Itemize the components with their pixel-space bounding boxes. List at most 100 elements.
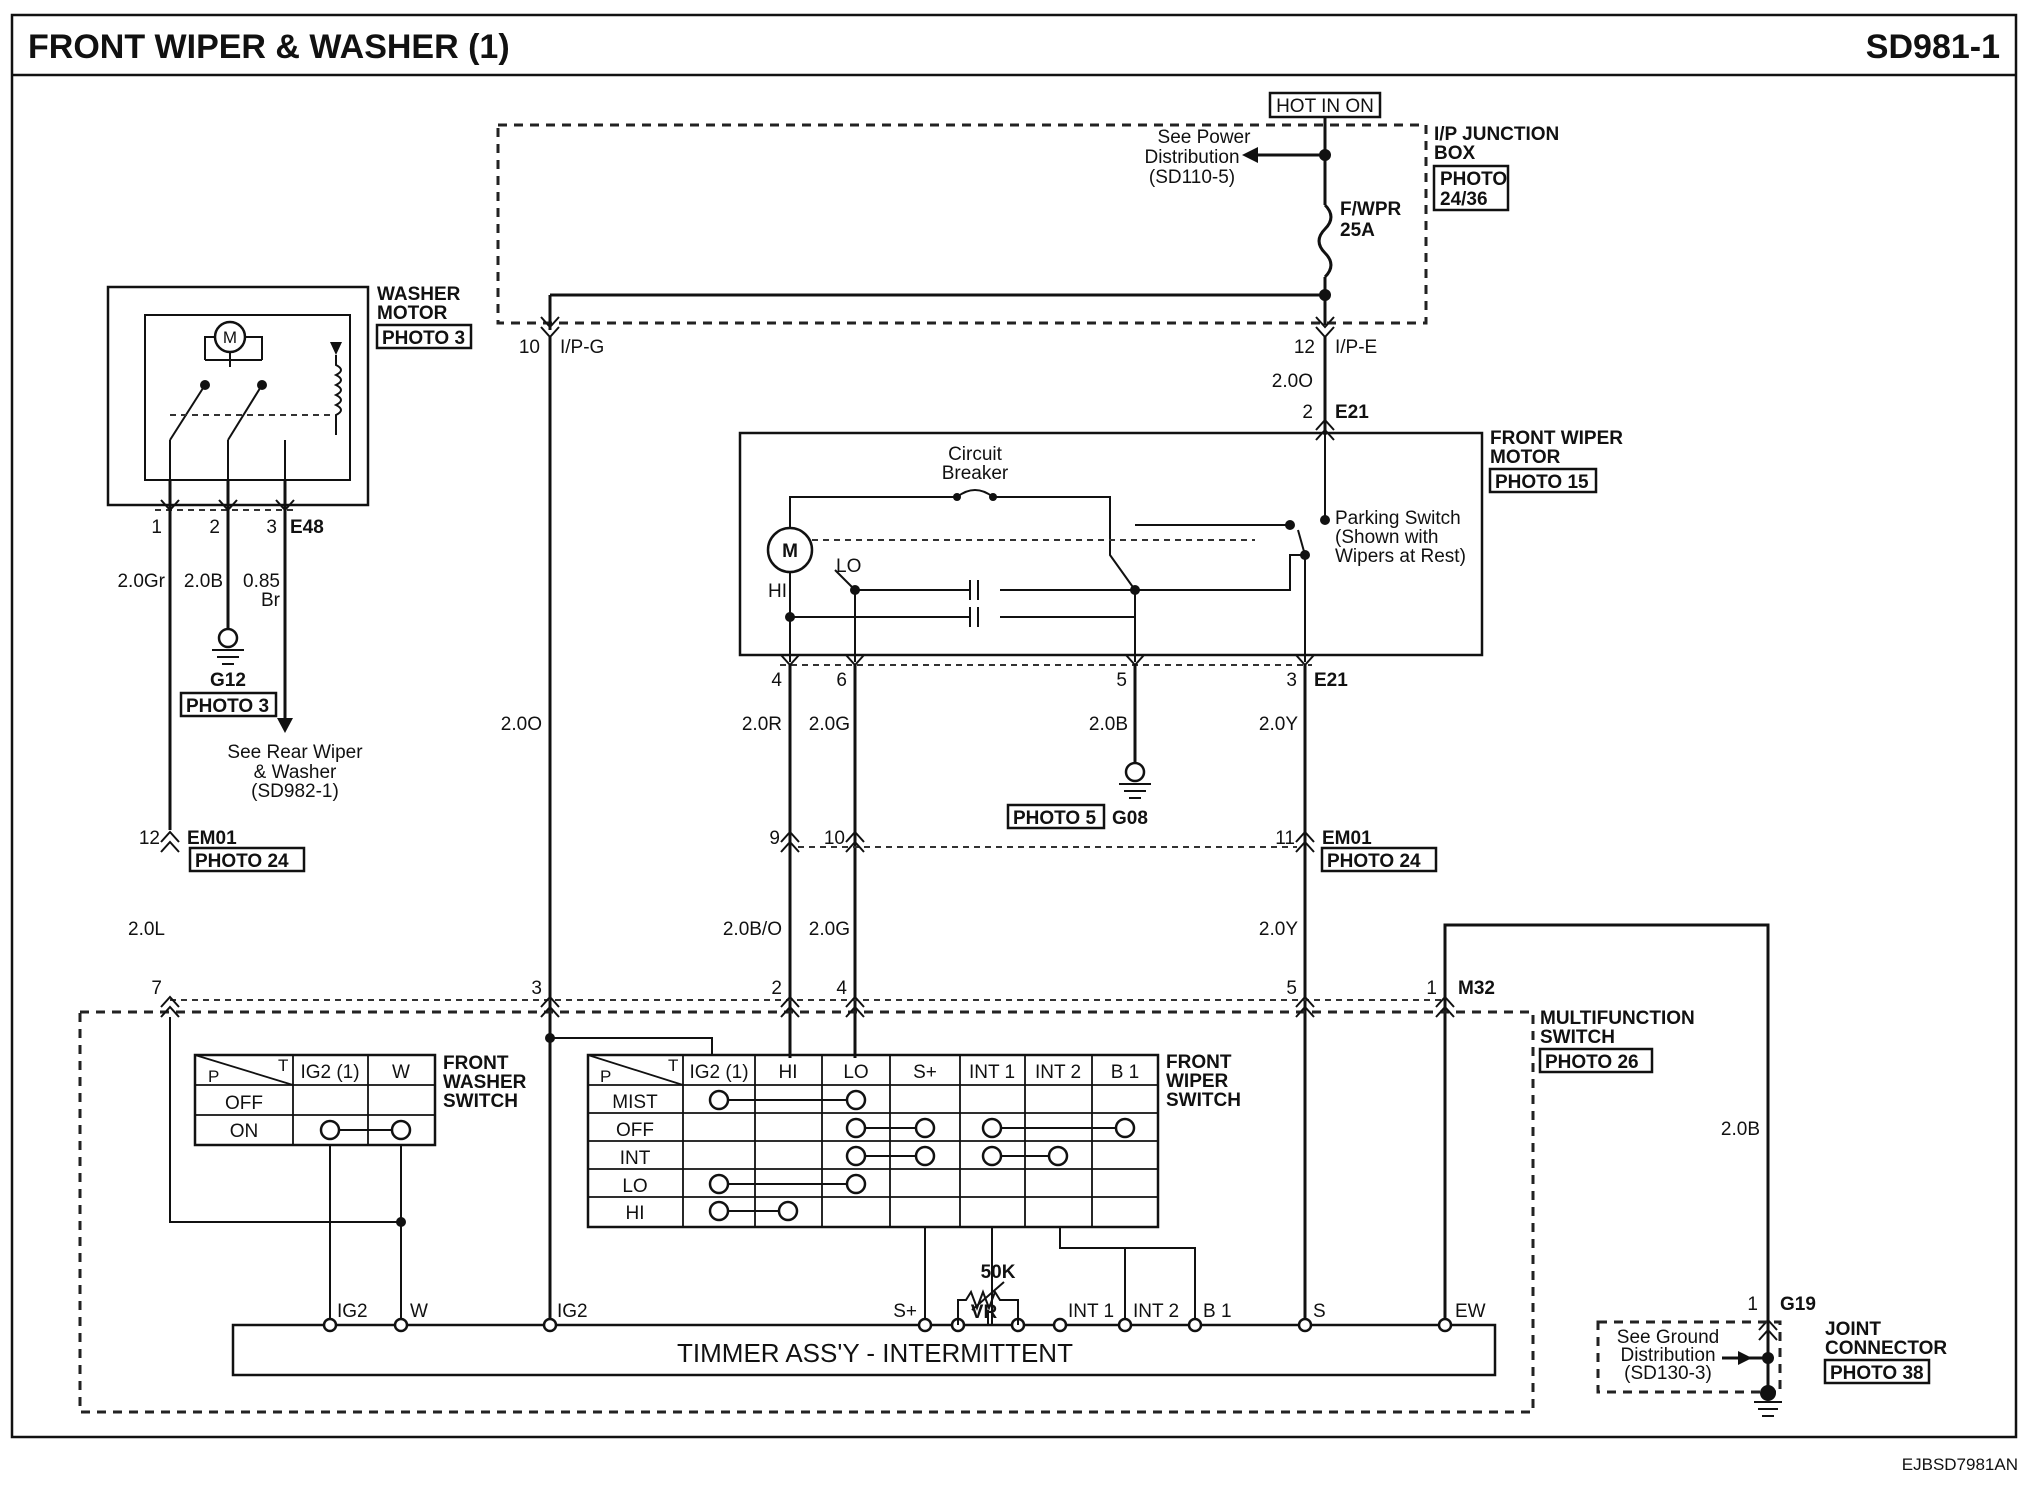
fuse-name: F/WPR xyxy=(1340,199,1401,220)
em01-left-photo-box xyxy=(188,846,306,873)
washer-col-ig2: IG2 (1) xyxy=(300,1062,359,1083)
wiper-corner-p: P xyxy=(600,1067,611,1086)
washer-wire-2-spec: 2.0B xyxy=(184,571,223,592)
rear-washer-arrow-icon xyxy=(277,718,293,733)
wiper-row-hi: HI xyxy=(626,1203,645,1224)
washer-switch-arm xyxy=(169,384,263,441)
timer-term-w: W xyxy=(410,1301,428,1322)
park-switch-arm xyxy=(1297,529,1306,556)
g19-connector-label: G19 xyxy=(1780,1294,1816,1315)
power-ref-2: Distribution xyxy=(1144,147,1239,168)
ip-junction-box: HOT IN ON I/P JUNCTION BOX PHOTO 24/36 S… xyxy=(496,91,1559,358)
em01-pin-12: 12 xyxy=(139,828,160,849)
joint-connector-photo: PHOTO 38 xyxy=(1830,1363,1924,1384)
multifunction-name-2: SWITCH xyxy=(1540,1027,1615,1048)
timer-name: TIMMER ASS'Y - INTERMITTENT xyxy=(677,1338,1073,1368)
e21-top-pin: 2 xyxy=(1302,402,1313,423)
g12-photo-box xyxy=(179,691,278,718)
washer-corner-t: T xyxy=(278,1056,288,1075)
park-upper-wire-spec: 2.0Y xyxy=(1259,714,1298,735)
multifunction-photo: PHOTO 26 xyxy=(1545,1052,1639,1073)
park-switch-contact-top xyxy=(1285,520,1295,530)
timer-splus-pin xyxy=(917,1317,933,1333)
em01-pin-11: 11 xyxy=(1275,828,1295,849)
joint-connector-name-2: CONNECTOR xyxy=(1825,1338,1947,1359)
joint-connector-outline xyxy=(1596,1320,1782,1394)
m32-pin-5: 5 xyxy=(1286,978,1297,999)
e48-pin-2: 2 xyxy=(209,517,220,538)
page-title: FRONT WIPER & WASHER (1) xyxy=(28,28,510,66)
washer-switch-name-1: FRONT xyxy=(443,1053,509,1074)
e21-top-connector-label: E21 xyxy=(1335,402,1369,423)
timer-term-int2: INT 2 xyxy=(1133,1301,1179,1322)
wiper-corner-diagonal xyxy=(587,1054,684,1086)
multifunction-outline xyxy=(78,1010,1535,1414)
washer-solenoid-icon xyxy=(333,355,342,435)
em01-connector-icon xyxy=(160,830,1315,853)
timer-term-ig2-a: IG2 xyxy=(337,1301,368,1322)
ew-wire xyxy=(1443,923,1770,1340)
wiper-motor-photo: PHOTO 15 xyxy=(1495,472,1589,493)
int-int2-dot xyxy=(1047,1145,1069,1167)
washer-switch-frame xyxy=(193,1053,437,1147)
ground-ref-3: (SD130-3) xyxy=(1624,1363,1712,1384)
timer-term-splus: S+ xyxy=(893,1301,917,1322)
junction-box-outline xyxy=(496,123,1428,325)
circuit-breaker-icon xyxy=(956,489,994,498)
ground-ref-2: Distribution xyxy=(1620,1345,1715,1366)
wiper-contact-bridges xyxy=(719,1099,1125,1212)
junction-dot-b xyxy=(785,612,795,622)
washer-motor-symbol: M xyxy=(223,328,237,347)
timer-ig2-b-pin xyxy=(542,1317,558,1333)
wiper-col-int1: INT 1 xyxy=(969,1062,1015,1083)
m32-pin-3: 3 xyxy=(531,978,542,999)
washer-row-on: ON xyxy=(230,1121,259,1142)
timer-pot-label: VR xyxy=(971,1302,998,1323)
e48-pin-1: 1 xyxy=(151,517,162,538)
e21-pin-5: 5 xyxy=(1116,670,1127,691)
park-switch-1: Parking Switch xyxy=(1335,508,1461,529)
lo-upper-wire-spec: 2.0G xyxy=(809,714,850,735)
g08-ground-lines xyxy=(1119,783,1151,799)
multifunction-photo-box xyxy=(1538,1047,1654,1074)
hot-label: HOT IN ON xyxy=(1276,96,1374,117)
g08-photo-box xyxy=(1006,803,1106,830)
timer-ig2-a-pin xyxy=(322,1317,338,1333)
multifunction-name-1: MULTIFUNCTION xyxy=(1540,1008,1695,1029)
joint-connector: 1 G19 See Ground Distribution (SD130-3) … xyxy=(1596,1294,1947,1417)
timer-term-ig2-b: IG2 xyxy=(557,1301,588,1322)
timer-potentiometer-icon xyxy=(957,1281,1019,1325)
g19-ground-icon xyxy=(1760,1385,1776,1401)
washer-on-w-dot xyxy=(390,1119,412,1141)
timer-term-ew: EW xyxy=(1455,1301,1486,1322)
m32-connector-label: M32 xyxy=(1458,978,1495,999)
int-int1-dot xyxy=(981,1145,1003,1167)
park-switch-3: Wipers at Rest) xyxy=(1335,546,1466,567)
washer-w-splice xyxy=(396,1217,406,1227)
fuse-out-wire-spec: 2.0O xyxy=(1272,371,1313,392)
timer-assembly: TIMMER ASS'Y - INTERMITTENT IG2 W IG2 S+… xyxy=(231,1262,1497,1377)
washer-motor: M WASHER MOTOR PHOTO 3 1 2 3 E48 2.0Gr 2… xyxy=(106,284,473,830)
wiper-switch-wires xyxy=(550,1037,1196,1325)
lo-lo-dot xyxy=(845,1173,867,1195)
timer-int2-pin xyxy=(1117,1317,1133,1333)
e21-pin-6: 6 xyxy=(836,670,847,691)
em01-right-photo-box xyxy=(1320,846,1438,873)
hi-lower-wire-spec: 2.0B/O xyxy=(723,919,782,940)
em01-left-label: EM01 xyxy=(187,828,237,849)
timer-term-s: S xyxy=(1313,1301,1326,1322)
g19-pin: 1 xyxy=(1747,1294,1758,1315)
wiper-col-int2: INT 2 xyxy=(1035,1062,1081,1083)
wiper-motor-symbol: M xyxy=(782,541,798,562)
junction-box-photo-1: PHOTO xyxy=(1440,169,1507,190)
wiper-corner-t: T xyxy=(668,1056,678,1075)
junction-box-photo-box xyxy=(1432,164,1510,212)
wiper-capacitor-1-icon xyxy=(969,580,979,600)
hi-ig2-dot xyxy=(708,1200,730,1222)
ipe-pin-number: 12 xyxy=(1294,337,1315,358)
g12-ground-label: G12 xyxy=(210,670,246,691)
washer-motor-name-1: WASHER xyxy=(377,284,461,305)
g12-ground-icon xyxy=(217,627,239,649)
